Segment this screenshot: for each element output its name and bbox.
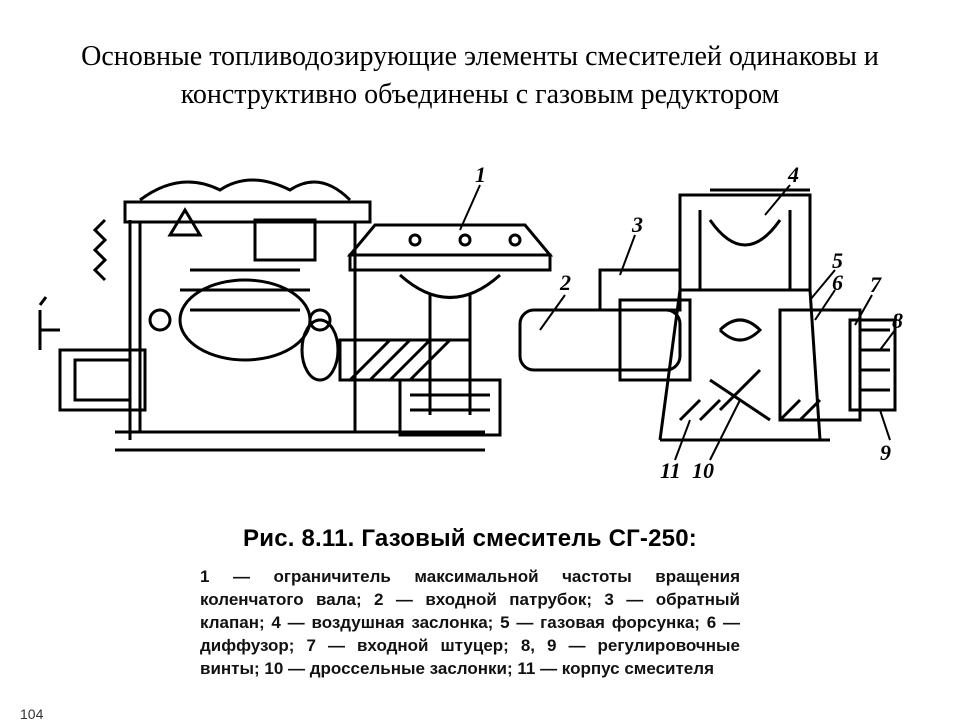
- label-6: 6: [832, 270, 843, 295]
- slide-title: Основные топливодозирующие элементы смес…: [20, 38, 940, 114]
- title-line-2: конструктивно объединены с газовым редук…: [180, 79, 780, 110]
- label-9: 9: [880, 440, 891, 465]
- label-7: 7: [870, 272, 882, 297]
- right-view-body: [518, 188, 897, 442]
- label-10: 10: [692, 458, 714, 483]
- leader-lines: [459, 184, 896, 461]
- label-2: 2: [559, 270, 571, 295]
- title-line-1: Основные топливодозирующие элементы смес…: [81, 41, 879, 72]
- figure-caption: Рис. 8.11. Газовый смеситель СГ-250: 1 —…: [200, 525, 740, 680]
- label-8: 8: [892, 308, 903, 333]
- label-4: 4: [787, 162, 799, 187]
- label-1: 1: [475, 162, 486, 187]
- label-11: 11: [660, 458, 681, 483]
- mixer-drawing: 1 2 3 4 5 6 7 8 9 10 11: [38, 162, 903, 483]
- label-5: 5: [832, 248, 843, 273]
- page-number: 104: [20, 706, 44, 722]
- label-3: 3: [631, 212, 643, 237]
- caption-legend: 1 — ограничитель максимальной частоты вр…: [200, 567, 740, 678]
- caption-title: Рис. 8.11. Газовый смеситель СГ-250:: [243, 525, 697, 552]
- left-view-body: [38, 178, 554, 452]
